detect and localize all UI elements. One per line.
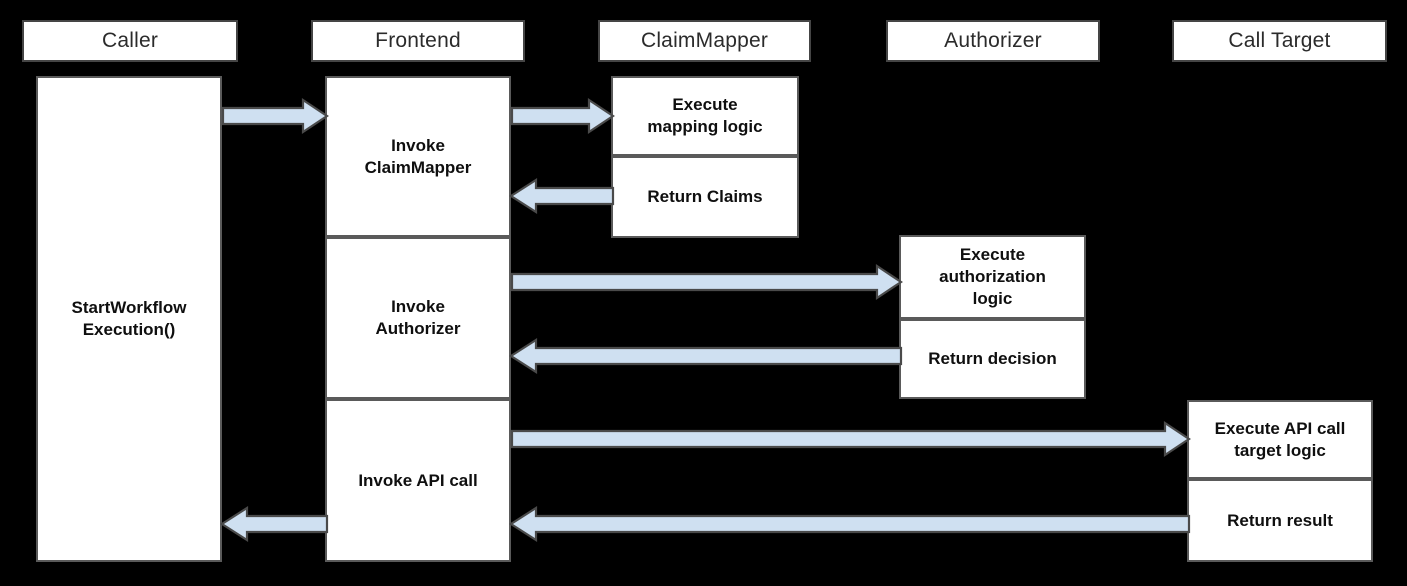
activation-frontend-invoke-api-call[interactable]: Invoke API call bbox=[325, 399, 511, 562]
message-arrow-caller-to-frontend[interactable] bbox=[221, 97, 329, 135]
lifeline-header-authorizer-label: Authorizer bbox=[944, 29, 1042, 52]
activation-calltarget-return-result[interactable]: Return result bbox=[1187, 479, 1373, 562]
calltarget-0-line1: Execute API call bbox=[1214, 418, 1346, 438]
activation-authorizer-return-decision-label: Return decision bbox=[928, 349, 1057, 369]
claimmapper-0-line1: Execute bbox=[672, 95, 738, 115]
activation-calltarget-execute-api-call-target-logic[interactable]: Execute API call target logic bbox=[1187, 400, 1373, 479]
lifeline-header-authorizer[interactable]: Authorizer bbox=[886, 20, 1100, 62]
activation-calltarget-return-result-label: Return result bbox=[1227, 510, 1333, 530]
lifeline-header-caller[interactable]: Caller bbox=[22, 20, 238, 62]
activation-claimmapper-execute-mapping-logic[interactable]: Execute mapping logic bbox=[611, 76, 799, 156]
activation-claimmapper-return-claims-label: Return Claims bbox=[647, 187, 763, 207]
activation-authorizer-return-decision[interactable]: Return decision bbox=[899, 319, 1086, 399]
activation-caller-startworkflow-label: StartWorkflow Execution() bbox=[72, 297, 187, 341]
message-arrow-claimmapper-to-frontend[interactable] bbox=[508, 177, 615, 215]
caller-label-line1: StartWorkflow bbox=[71, 298, 187, 318]
authorizer-0-line2: authorization bbox=[939, 267, 1046, 287]
activation-authorizer-execute-authorization-logic-label: Execute authorization logic bbox=[939, 244, 1046, 309]
message-arrow-authorizer-to-frontend[interactable] bbox=[508, 337, 903, 375]
message-arrow-frontend-to-claimmapper[interactable] bbox=[510, 97, 615, 135]
message-arrow-calltarget-to-frontend[interactable] bbox=[508, 505, 1191, 543]
lifeline-header-calltarget-label: Call Target bbox=[1228, 29, 1331, 52]
authorizer-0-line1: Execute bbox=[959, 245, 1026, 265]
frontend-0-line2: ClaimMapper bbox=[364, 157, 472, 177]
lifeline-header-frontend[interactable]: Frontend bbox=[311, 20, 525, 62]
caller-label-line2: Execution() bbox=[82, 320, 176, 339]
activation-frontend-invoke-claimmapper[interactable]: Invoke ClaimMapper bbox=[325, 76, 511, 237]
lifeline-header-calltarget[interactable]: Call Target bbox=[1172, 20, 1387, 62]
lifeline-header-claimmapper-label: ClaimMapper bbox=[640, 29, 769, 52]
claimmapper-0-line2: mapping logic bbox=[647, 117, 763, 136]
frontend-1-line2: Authorizer bbox=[375, 319, 461, 338]
activation-authorizer-execute-authorization-logic[interactable]: Execute authorization logic bbox=[899, 235, 1086, 319]
activation-frontend-invoke-authorizer-label: Invoke Authorizer bbox=[376, 296, 461, 340]
lifeline-header-claimmapper[interactable]: ClaimMapper bbox=[598, 20, 811, 62]
frontend-1-line1: Invoke bbox=[391, 297, 445, 317]
message-arrow-frontend-to-authorizer[interactable] bbox=[510, 263, 903, 301]
activation-claimmapper-return-claims[interactable]: Return Claims bbox=[611, 156, 799, 238]
activation-frontend-invoke-authorizer[interactable]: Invoke Authorizer bbox=[325, 237, 511, 399]
activation-caller-startworkflow[interactable]: StartWorkflow Execution() bbox=[36, 76, 222, 562]
activation-frontend-invoke-api-call-label: Invoke API call bbox=[358, 470, 478, 490]
activation-frontend-invoke-claimmapper-label: Invoke ClaimMapper bbox=[365, 135, 472, 179]
authorizer-0-line3: logic bbox=[972, 288, 1013, 308]
lifeline-header-caller-label: Caller bbox=[101, 29, 159, 52]
message-arrow-frontend-to-caller[interactable] bbox=[219, 505, 329, 543]
message-arrow-frontend-to-calltarget[interactable] bbox=[510, 420, 1191, 458]
frontend-0-line1: Invoke bbox=[391, 135, 445, 155]
activation-claimmapper-execute-mapping-logic-label: Execute mapping logic bbox=[647, 94, 762, 138]
lifeline-header-frontend-label: Frontend bbox=[375, 29, 461, 52]
activation-calltarget-execute-api-call-target-logic-label: Execute API call target logic bbox=[1215, 418, 1346, 462]
calltarget-0-line2: target logic bbox=[1234, 440, 1326, 460]
